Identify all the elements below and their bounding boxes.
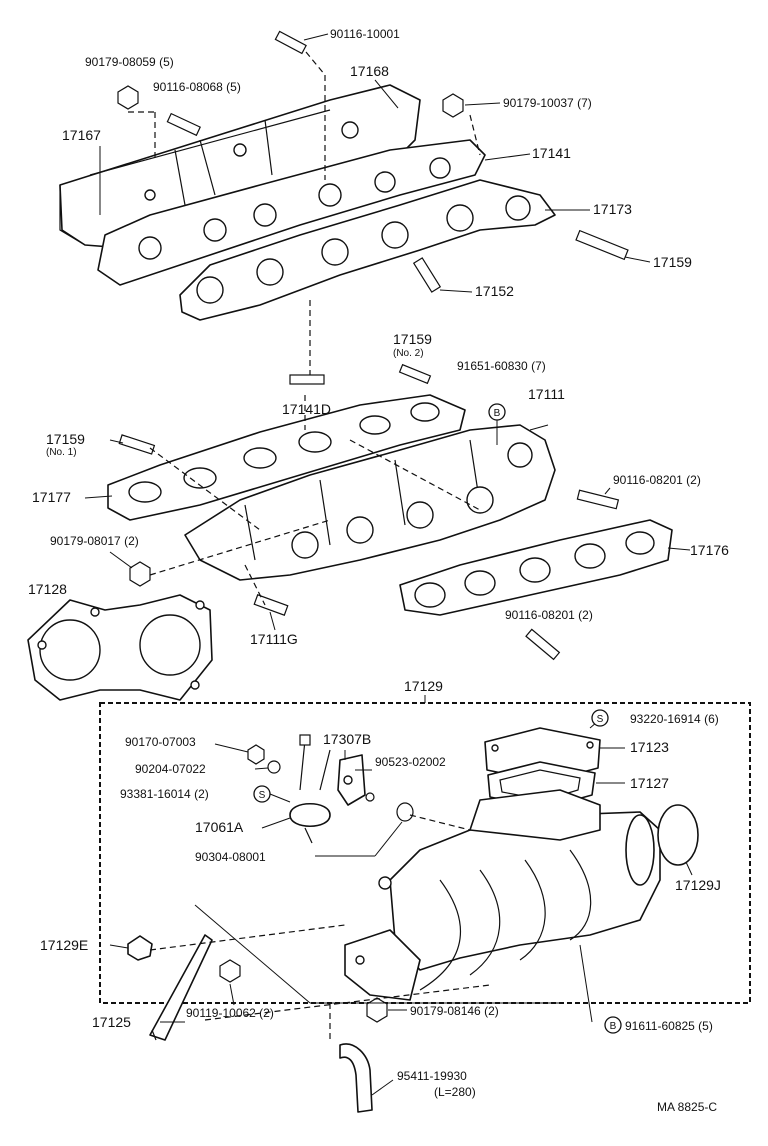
label-17307B: 17307B	[323, 731, 371, 747]
label-17159-no1-sub: (No. 1)	[46, 447, 77, 458]
throttle-gasket-17128	[27, 594, 213, 701]
hose-95411-19930	[339, 1043, 373, 1113]
stud-90116-08068	[166, 112, 201, 137]
cap-17129J	[657, 804, 699, 866]
marker-s-93381	[253, 785, 271, 803]
nut-90179-10037	[442, 93, 464, 118]
exhaust-manifold-17141	[97, 139, 486, 286]
stud-17159-top	[575, 229, 629, 261]
stay-17125	[149, 934, 213, 1041]
stud-17141D	[289, 374, 325, 385]
intake-chamber-main	[344, 789, 661, 1001]
nut-90179-08017	[129, 561, 151, 587]
label-90116-08068: 90116-08068 (5)	[153, 80, 241, 94]
label-17111: 17111	[528, 386, 565, 402]
label-17141D: 17141D	[282, 401, 331, 417]
label-17141: 17141	[532, 145, 571, 161]
intake-gasket-17176	[399, 519, 673, 616]
marker-s-text-1: S	[597, 714, 604, 725]
label-17125: 17125	[92, 1014, 131, 1030]
label-17168: 17168	[350, 63, 389, 79]
label-90204-07022: 90204-07022	[135, 762, 206, 776]
label-90304-08001: 90304-08001	[195, 850, 266, 864]
label-91651-60830: 91651-60830 (7)	[457, 359, 546, 373]
label-17129E: 17129E	[40, 937, 88, 953]
stud-17152	[412, 257, 442, 293]
union-17129E	[127, 935, 153, 961]
label-90179-08017: 90179-08017 (2)	[50, 534, 139, 548]
drawing-code: MA 8825-C	[657, 1100, 717, 1114]
bracket-17307B	[337, 754, 366, 806]
marker-s-93220	[591, 709, 609, 727]
stud-17159-no2	[398, 363, 432, 385]
marker-b-text-1: B	[494, 408, 501, 419]
label-17128: 17128	[28, 581, 67, 597]
exhaust-manifold-gasket-17173	[179, 179, 556, 321]
label-90170-07003: 90170-07003	[125, 735, 196, 749]
label-90116-08201-a: 90116-08201 (2)	[613, 473, 701, 487]
label-93220-16914: 93220-16914 (6)	[630, 712, 719, 726]
bolt-90119-10062	[219, 959, 241, 983]
intake-gasket-17177	[107, 394, 466, 521]
label-17176: 17176	[690, 542, 729, 558]
label-17123: 17123	[630, 739, 669, 755]
washer-90204-07022	[267, 760, 281, 774]
marker-s-text-2: S	[259, 790, 266, 801]
label-17173: 17173	[593, 201, 632, 217]
marker-b-text-2: B	[610, 1021, 617, 1032]
label-17129: 17129	[404, 678, 443, 694]
label-90119-10062: 90119-10062 (2)	[186, 1006, 274, 1020]
label-17159-top: 17159	[653, 254, 692, 270]
label-17152: 17152	[475, 283, 514, 299]
vsv-17061A	[289, 734, 331, 844]
label-95411-19930: 95411-19930	[397, 1069, 467, 1083]
nut-90170-07003	[247, 744, 265, 765]
nut-90179-08059	[117, 85, 139, 110]
label-90116-10001: 90116-10001	[330, 27, 400, 41]
label-17177: 17177	[32, 489, 71, 505]
label-93381-16014: 93381-16014 (2)	[120, 787, 209, 801]
label-90523-02002: 90523-02002	[375, 755, 446, 769]
label-90179-08059: 90179-08059 (5)	[85, 55, 174, 69]
label-17111G: 17111G	[250, 631, 298, 647]
label-17159-no2-sub: (No. 2)	[393, 348, 424, 359]
grommet-90304-08001	[396, 802, 414, 822]
label-90179-08146: 90179-08146 (2)	[410, 1004, 499, 1018]
label-90116-08201-b: 90116-08201 (2)	[505, 608, 593, 622]
stud-90116-08201-b	[525, 628, 561, 661]
nut-90179-08146	[366, 997, 388, 1023]
label-90179-10037: 90179-10037 (7)	[503, 96, 592, 110]
label-17061A: 17061A	[195, 819, 244, 835]
stud-17159-no1	[118, 434, 156, 455]
stud-90116-10001	[274, 30, 307, 55]
clip-90523-02002	[365, 792, 375, 802]
marker-b-91611	[604, 1016, 622, 1034]
intake-manifold-17111	[184, 424, 556, 581]
label-17129J: 17129J	[675, 877, 721, 893]
label-17167: 17167	[62, 127, 101, 143]
stud-90116-08201-a	[576, 489, 620, 510]
sensor-17111G	[253, 594, 289, 616]
label-91611-60825: 91611-60825 (5)	[625, 1019, 713, 1033]
heat-insulator-17167	[59, 84, 421, 251]
label-17159-no1: 17159	[46, 431, 85, 447]
label-17159-no2: 17159	[393, 331, 432, 347]
label-95411-19930-sub: (L=280)	[434, 1085, 476, 1099]
label-17127: 17127	[630, 775, 669, 791]
